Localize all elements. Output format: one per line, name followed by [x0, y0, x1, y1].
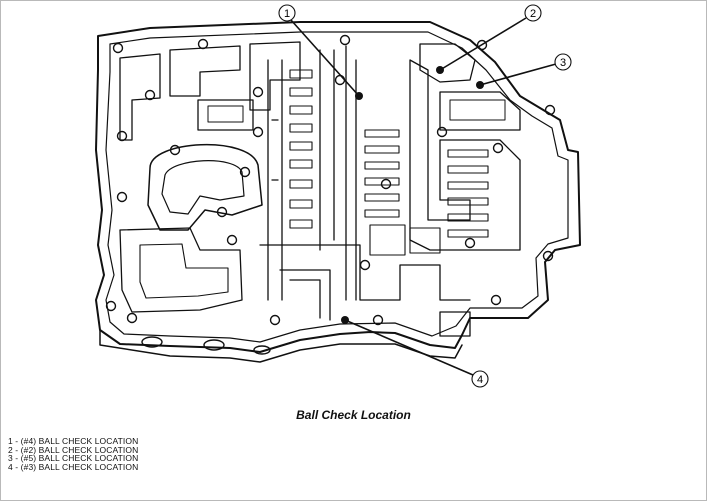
bottom-rim: [99, 329, 463, 363]
slot-row-right: [364, 129, 400, 218]
chamber: [409, 227, 441, 254]
legend-item: 3 - (#5) BALL CHECK LOCATION: [8, 453, 139, 464]
chamber: [139, 243, 229, 299]
callout-4: 4: [344, 319, 489, 388]
valve-body-diagram: 1 2 3 4: [95, 4, 581, 388]
bracket: [439, 311, 471, 337]
callout-legend: 1 - (#4) BALL CHECK LOCATION 2 - (#2) BA…: [8, 437, 138, 471]
valve-body-outline: [95, 21, 581, 353]
recess: [147, 143, 263, 231]
slot-row-far-right: [447, 149, 489, 238]
recess-inner: [161, 160, 245, 215]
channel: [279, 269, 331, 321]
legend-item: 2 - (#2) BALL CHECK LOCATION: [8, 444, 139, 455]
left-chamber: [249, 41, 301, 111]
svg-text:3: 3: [560, 57, 566, 69]
chamber: [369, 224, 406, 256]
chamber: [207, 105, 244, 123]
channel: [259, 244, 471, 301]
chamber: [449, 99, 506, 121]
slot-row-left: [289, 69, 313, 229]
bolt-holes: [105, 34, 556, 326]
callout-1: 1: [278, 4, 360, 97]
channel-loop: [409, 59, 521, 251]
callout-2: 2: [439, 4, 542, 71]
svg-text:4: 4: [477, 374, 483, 386]
chamber: [119, 227, 243, 313]
ball-checks: [341, 66, 484, 324]
left-chamber: [169, 45, 241, 97]
svg-text:2: 2: [530, 8, 536, 20]
callout-3: 3: [479, 53, 572, 86]
channel: [267, 59, 283, 301]
chamber: [197, 99, 254, 131]
channel: [319, 45, 357, 301]
figure-caption: Ball Check Location: [296, 408, 411, 422]
bottom-bosses: [141, 336, 271, 355]
svg-text:1: 1: [284, 8, 290, 20]
inner-border: [105, 31, 569, 343]
chamber: [439, 91, 521, 131]
legend-item: 1 - (#4) BALL CHECK LOCATION: [8, 436, 139, 446]
chamber: [419, 43, 476, 83]
legend-item: 4 - (#3) BALL CHECK LOCATION: [8, 461, 139, 472]
